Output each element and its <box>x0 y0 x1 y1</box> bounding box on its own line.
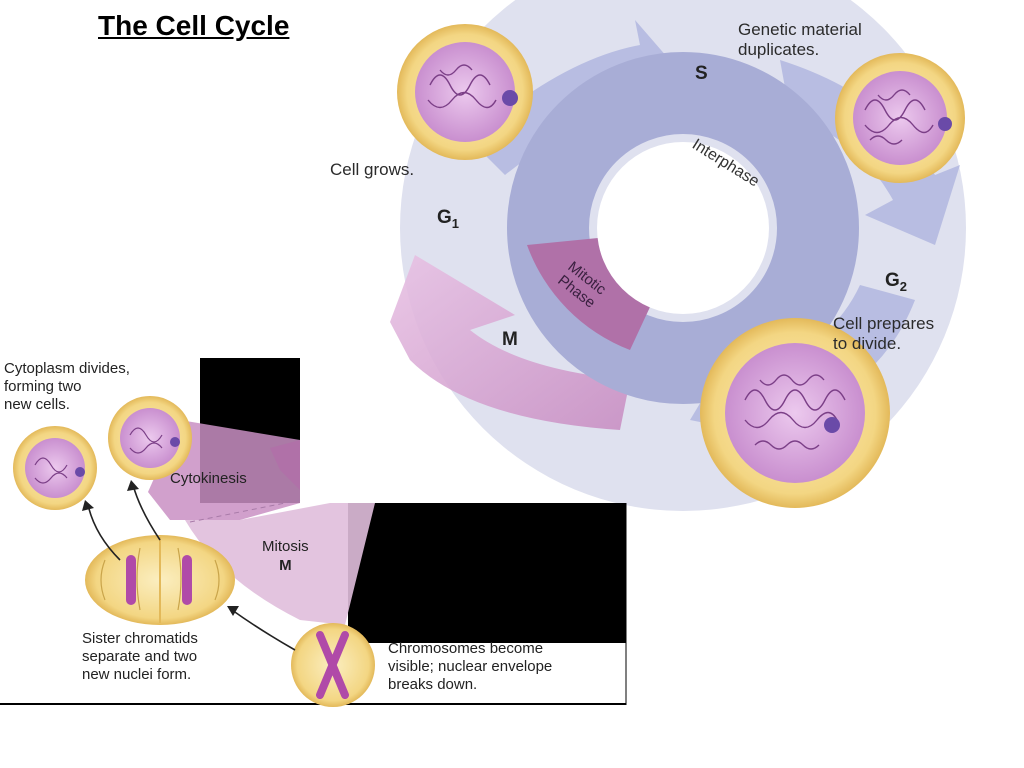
cell-prepares-label: Cell prepares to divide. <box>833 314 935 353</box>
m-phase-label: M <box>502 329 518 350</box>
mitosis-arrow <box>390 255 630 430</box>
slide-title: The Cell Cycle <box>98 10 290 41</box>
g1-phase-label: G1 <box>437 207 459 231</box>
mitotic-phase-wedge <box>527 238 650 350</box>
mitosis-word: Mitosis <box>262 538 309 555</box>
g2-phase-label: G2 <box>885 270 907 294</box>
s-phase-label: S <box>695 63 708 84</box>
g1-subscript: 1 <box>451 215 460 231</box>
cell-grows-label: Cell grows. <box>330 160 415 179</box>
cytokinesis-label: Cytokinesis <box>170 470 247 487</box>
sister-chromatids-label: Sister chromatids separate and two new n… <box>82 630 198 683</box>
cycle-center <box>597 142 769 314</box>
g2-subscript: 2 <box>899 278 908 294</box>
mitosis-m-letter: M <box>279 557 292 574</box>
cell-g1 <box>397 24 533 160</box>
genetic-material-label: Genetic material duplicates. <box>738 20 862 59</box>
g1-letter: G <box>437 207 452 228</box>
cell-s <box>835 53 965 183</box>
cytoplasm-divides-label: Cytoplasm divides, forming two new cells… <box>4 360 130 413</box>
chromosomes-visible-label: Chromosomes become visible; nuclear enve… <box>388 640 553 693</box>
cell-g2 <box>700 318 890 508</box>
interphase-ring <box>507 52 859 404</box>
mitosis-label: Mitosis M <box>262 537 309 575</box>
mitosis-inset <box>0 358 627 707</box>
g2-letter: G <box>885 270 900 291</box>
mitosis-band <box>170 503 375 625</box>
